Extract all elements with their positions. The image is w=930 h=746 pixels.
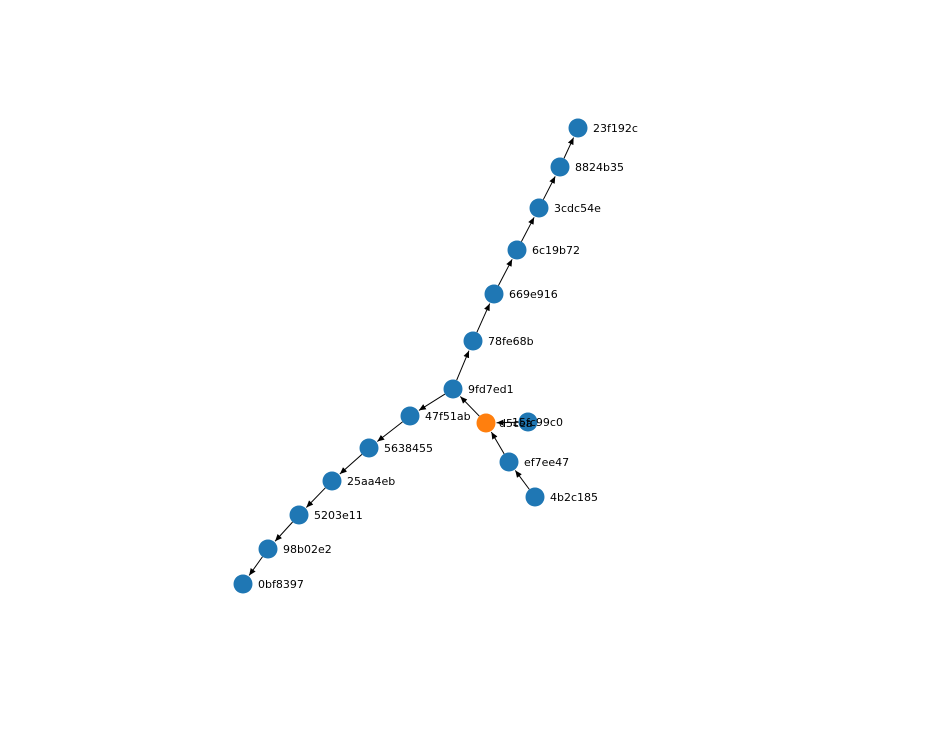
node-25aa4eb[interactable] [322,471,342,491]
labels-layer: 23f192c 8824b35 3cdc54e 6c19b72 669e916 78fe6… [258,122,638,591]
edge-98b02e2-0bf8397 [248,556,263,576]
edge-6c19b72-3cdc54e [520,217,535,242]
node-label-4b2c185: 4b2c185 [550,491,598,504]
edge-d5cea-9fd7ed1 [459,396,480,417]
node-6c19b72[interactable] [507,240,527,260]
node-0bf8397[interactable] [233,574,253,594]
node-label-0bf8397: 0bf8397 [258,578,304,591]
node-label-8824b35: 8824b35 [575,161,624,174]
node-d5cea[interactable] [476,413,496,433]
edge-5203e11-98b02e2 [274,521,293,542]
edge-ef7ee47-d5cea [490,431,505,455]
node-ef7ee47[interactable] [499,452,519,472]
node-15fc99c0[interactable] [518,412,538,432]
node-78fe68b[interactable] [463,331,483,351]
node-label-15fc99c0: 15fc99c0 [512,416,563,429]
edges-layer [248,137,575,576]
node-669e916[interactable] [484,284,504,304]
node-label-6c19b72: 6c19b72 [532,244,580,257]
edge-9fd7ed1-78fe68b [456,350,470,381]
node-label-669e916: 669e916 [509,288,558,301]
node-label-5638455: 5638455 [384,442,433,455]
edge-669e916-6c19b72 [497,259,513,286]
node-label-78fe68b: 78fe68b [488,335,534,348]
node-label-d5cea: d5cea [499,417,533,430]
edge-4b2c185-ef7ee47 [514,470,530,490]
edge-9fd7ed1-47f51ab [418,393,446,411]
nodes-layer [233,118,588,594]
node-label-5203e11: 5203e11 [314,509,363,522]
node-label-25aa4eb: 25aa4eb [347,475,395,488]
edge-78fe68b-669e916 [476,303,491,333]
node-23f192c[interactable] [568,118,588,138]
node-5203e11[interactable] [289,505,309,525]
node-label-3cdc54e: 3cdc54e [554,202,601,215]
node-label-98b02e2: 98b02e2 [283,543,332,556]
node-98b02e2[interactable] [258,539,278,559]
edge-47f51ab-5638455 [376,421,403,442]
node-4b2c185[interactable] [525,487,545,507]
node-3cdc54e[interactable] [529,198,549,218]
node-label-9fd7ed1: 9fd7ed1 [468,383,514,396]
node-label-ef7ee47: ef7ee47 [524,456,569,469]
edge-15fc99c0-d5cea [496,419,519,426]
edge-8824b35-23f192c [563,137,575,159]
node-47f51ab[interactable] [400,406,420,426]
node-label-23f192c: 23f192c [593,122,638,135]
edge-5638455-25aa4eb [339,453,363,475]
node-5638455[interactable] [359,438,379,458]
node-9fd7ed1[interactable] [443,379,463,399]
node-label-47f51ab: 47f51ab [425,410,471,423]
edge-25aa4eb-5203e11 [305,487,326,508]
node-8824b35[interactable] [550,157,570,177]
edge-3cdc54e-8824b35 [542,176,556,200]
